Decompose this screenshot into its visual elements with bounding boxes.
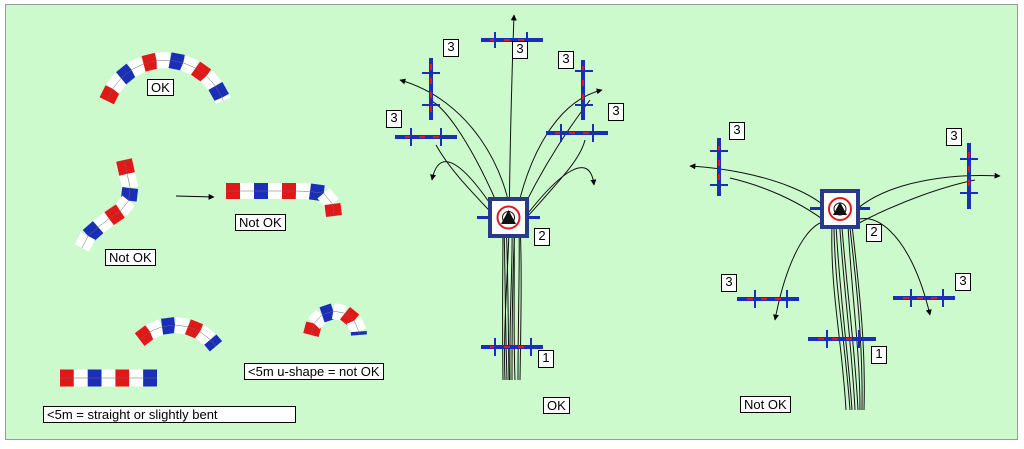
not-ok-caption: Not OK (740, 396, 791, 413)
hose-segment-edge (81, 235, 89, 249)
hose-segment-edge (313, 314, 323, 324)
hose-segment-edge (169, 59, 184, 64)
ok-number-3-d: 3 (386, 110, 402, 128)
hose-segment-edge (128, 187, 131, 201)
not-ok-label-arrow: Not OK (235, 214, 286, 231)
hook-strip (226, 183, 342, 217)
slight-arch-strip (134, 317, 223, 352)
hose-segment-edge (333, 310, 346, 314)
hose-segment-edge (321, 310, 334, 316)
hose-segment-edge (199, 331, 211, 340)
hose-segment-edge (120, 69, 132, 79)
ok-number-2: 2 (534, 228, 550, 246)
hose-segment-edge (120, 200, 129, 212)
hose-segment-edge (174, 324, 188, 327)
ok-number-3-b: 3 (512, 41, 528, 59)
ok-number-3-c: 3 (558, 51, 574, 69)
hose-segment-edge (215, 85, 223, 98)
ok-arch-strip (99, 52, 231, 105)
not-ok-crossings (710, 138, 978, 348)
hose-segment-edge (126, 173, 131, 189)
hose-segment-edge (106, 88, 113, 101)
hose-segment-edge (187, 326, 201, 332)
hose-segment-edge (309, 191, 324, 194)
hose-segment-edge (210, 339, 217, 347)
ok-number-3-e: 3 (608, 103, 624, 121)
hose-segment-edge (98, 218, 110, 228)
hose-segment-edge (206, 75, 216, 87)
not-ok-number-3-b: 3 (946, 128, 962, 146)
ok-diagram (395, 14, 608, 381)
transform-arrow (175, 193, 215, 200)
hose-segment-edge (221, 97, 224, 101)
hose-segment-edge (323, 193, 333, 205)
straight-label: <5m = straight or slightly bent (43, 406, 296, 423)
hose-segment-edge (112, 78, 122, 89)
ok-center-box (477, 197, 540, 238)
not-ok-label-left: Not OK (105, 249, 156, 266)
hose-segment-edge (139, 331, 151, 340)
hose-segment-edge (183, 62, 196, 69)
u-shape-label: <5m u-shape = not OK (244, 363, 384, 380)
not-ok-number-3-a: 3 (729, 122, 745, 140)
hose-segment-edge (131, 63, 144, 71)
hose-segment-edge (143, 60, 157, 65)
not-ok-number-3-d: 3 (955, 273, 971, 291)
u-shape-strip (303, 303, 367, 338)
hose-segment-edge (310, 323, 315, 336)
hose-segment-edge (123, 159, 128, 175)
ok-label: OK (147, 79, 174, 96)
not-ok-center-box (810, 189, 870, 229)
hose-segment-edge (344, 312, 355, 321)
ok-number-1: 1 (538, 350, 554, 368)
hose-segment-edge (195, 67, 207, 77)
hose-segment-edge (332, 203, 335, 217)
s-curve-strip (74, 158, 139, 252)
ok-caption: OK (543, 397, 570, 414)
hose-segment-edge (162, 324, 176, 327)
ok-number-3-a: 3 (443, 39, 459, 57)
hose-segment-edge (353, 320, 359, 332)
ok-crossings (395, 32, 608, 356)
not-ok-number-1: 1 (871, 346, 887, 364)
hose-segment-edge (108, 210, 121, 219)
not-ok-diagram (689, 138, 1001, 411)
not-ok-number-2: 2 (866, 224, 882, 242)
hose-segment-edge (87, 226, 99, 237)
hose-segment-edge (149, 326, 163, 332)
not-ok-number-3-c: 3 (721, 274, 737, 292)
